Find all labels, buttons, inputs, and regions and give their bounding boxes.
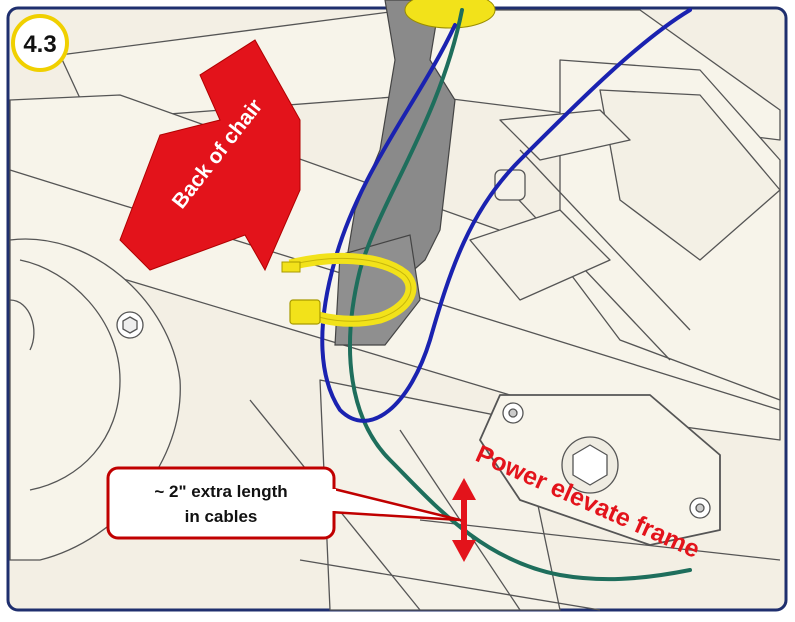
step-number: 4.3 xyxy=(23,31,56,58)
blue-cable xyxy=(320,8,692,423)
step-badge: 4.3 xyxy=(11,14,69,72)
cables xyxy=(320,8,692,582)
extra-length-callout: ~ 2" extra length in cables xyxy=(106,466,462,540)
callout-line-2: in cables xyxy=(185,507,258,526)
extra-length-arrow xyxy=(452,478,476,562)
yellow-clip-top xyxy=(404,0,496,29)
callout-line-1: ~ 2" extra length xyxy=(154,482,287,501)
green-cable xyxy=(348,8,692,582)
cable-tie xyxy=(281,252,417,327)
